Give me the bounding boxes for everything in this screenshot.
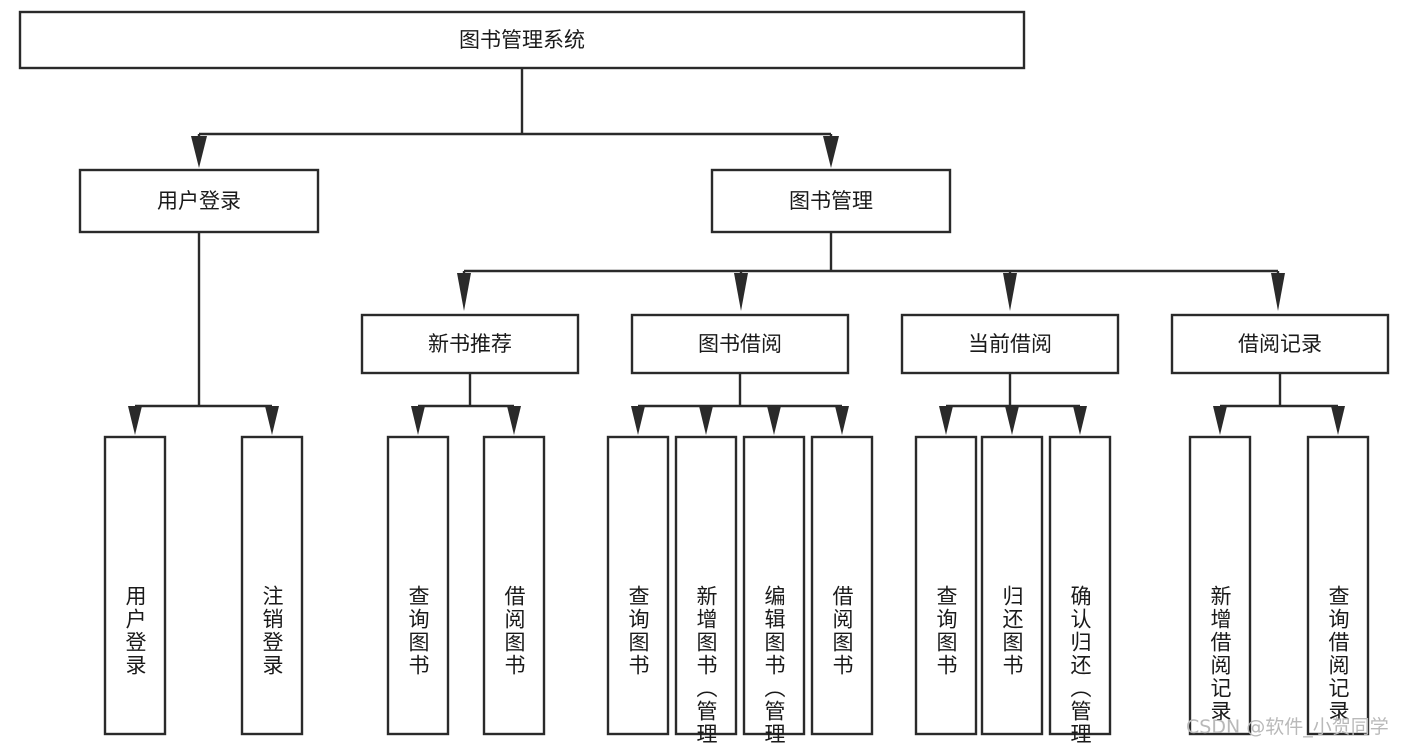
leaf-query-book-current-label: 查询图书 — [934, 585, 958, 677]
node-new-book-recommend-box — [360, 313, 580, 375]
arrowhead-to-borrow-record — [1271, 273, 1285, 311]
node-borrow-record-box — [1170, 313, 1390, 375]
arrowhead-leaf-query-book-1 — [411, 406, 425, 435]
node-user-login-box — [78, 168, 320, 234]
leaf-borrow-book-newbook-box — [482, 435, 546, 736]
node-new-book-recommend[interactable]: 新书推荐 — [360, 313, 580, 375]
leaf-confirm-return-admin-label: 确认归还（管理员） — [1068, 585, 1092, 747]
leaf-edit-book-admin-box — [742, 435, 806, 736]
leaf-add-book-admin-label: 新增图书（管理员） — [694, 585, 718, 747]
arrowhead-leaf-query-book-3 — [939, 406, 953, 435]
arrowhead-leaf-user-login — [128, 406, 142, 435]
leaf-confirm-return-admin-box — [1048, 435, 1112, 736]
node-root-system-label: 图书管理系统 — [459, 28, 585, 52]
node-new-book-recommend-label: 新书推荐 — [428, 332, 512, 356]
leaf-logout[interactable]: 注销登录 — [240, 435, 304, 736]
node-borrow-record-label: 借阅记录 — [1238, 332, 1322, 356]
leaf-add-borrow-record-box — [1188, 435, 1252, 736]
leaf-user-login-box — [103, 435, 167, 736]
leaf-query-borrow-record[interactable]: 查询借阅记录 — [1306, 435, 1370, 736]
arrowhead-leaf-add-book — [699, 406, 713, 435]
leaf-user-login-label: 用户登录 — [123, 585, 147, 677]
edge-group-root — [191, 68, 839, 168]
leaf-query-book-newbook-box — [386, 435, 450, 736]
leaf-edit-book-admin[interactable]: 编辑图书（管理员） — [742, 435, 806, 747]
node-book-borrow[interactable]: 图书借阅 — [630, 313, 850, 375]
node-book-management-box — [710, 168, 952, 234]
node-book-borrow-label: 图书借阅 — [698, 332, 782, 356]
leaf-borrow-book-newbook-label: 借阅图书 — [502, 585, 526, 677]
arrowhead-leaf-borrow-book-2 — [835, 406, 849, 435]
leaf-confirm-return-admin[interactable]: 确认归还（管理员） — [1048, 435, 1112, 747]
leaf-add-borrow-record-label: 新增借阅记录 — [1208, 585, 1232, 723]
arrowhead-to-book-manage — [823, 136, 839, 168]
arrowhead-to-user-login — [191, 136, 207, 168]
node-book-management[interactable]: 图书管理 — [710, 168, 952, 234]
leaf-add-book-admin[interactable]: 新增图书（管理员） — [674, 435, 738, 747]
leaf-query-book-borrow-label: 查询图书 — [626, 585, 650, 677]
edge-group-current-borrow — [939, 373, 1087, 435]
leaf-query-book-current-box — [914, 435, 978, 736]
node-borrow-record[interactable]: 借阅记录 — [1170, 313, 1390, 375]
leaf-edit-book-admin-label: 编辑图书（管理员） — [762, 585, 786, 747]
edge-group-book-manage — [457, 232, 1285, 311]
leaf-return-book-box — [980, 435, 1044, 736]
node-user-login[interactable]: 用户登录 — [78, 168, 320, 234]
leaf-borrow-book-borrow-label: 借阅图书 — [830, 585, 854, 677]
node-root-system[interactable]: 图书管理系统 — [18, 10, 1026, 70]
leaf-return-book-label: 归还图书 — [1000, 585, 1024, 677]
arrowhead-leaf-edit-book — [767, 406, 781, 435]
leaf-query-book-newbook[interactable]: 查询图书 — [386, 435, 450, 736]
leaf-borrow-book-newbook[interactable]: 借阅图书 — [482, 435, 546, 736]
edge-group-borrow-record — [1213, 373, 1345, 435]
leaf-query-borrow-record-box — [1306, 435, 1370, 736]
leaf-query-borrow-record-label: 查询借阅记录 — [1326, 585, 1350, 723]
node-user-login-label: 用户登录 — [157, 189, 241, 213]
arrowhead-leaf-query-record — [1331, 406, 1345, 435]
edge-group-user-login — [128, 232, 279, 435]
leaf-query-book-current[interactable]: 查询图书 — [914, 435, 978, 736]
arrowhead-leaf-borrow-book-1 — [507, 406, 521, 435]
arrowhead-leaf-add-record — [1213, 406, 1227, 435]
leaf-add-book-admin-box — [674, 435, 738, 736]
leaf-return-book[interactable]: 归还图书 — [980, 435, 1044, 736]
node-current-borrow[interactable]: 当前借阅 — [900, 313, 1120, 375]
arrowhead-to-new-book — [457, 273, 471, 311]
node-current-borrow-label: 当前借阅 — [968, 332, 1052, 356]
leaf-borrow-book-borrow-box — [810, 435, 874, 736]
arrowhead-to-current-borrow — [1003, 273, 1017, 311]
leaf-add-borrow-record[interactable]: 新增借阅记录 — [1188, 435, 1252, 736]
leaf-query-book-newbook-label: 查询图书 — [406, 585, 430, 677]
arrowhead-leaf-confirm-return — [1073, 406, 1087, 435]
arrowhead-to-borrow — [734, 273, 748, 311]
arrowhead-leaf-query-book-2 — [631, 406, 645, 435]
leaf-borrow-book-borrow[interactable]: 借阅图书 — [810, 435, 874, 736]
leaf-query-book-borrow[interactable]: 查询图书 — [606, 435, 670, 736]
node-book-borrow-box — [630, 313, 850, 375]
edge-group-new-book — [411, 373, 521, 435]
arrowhead-leaf-return-book — [1005, 406, 1019, 435]
leaf-logout-label: 注销登录 — [260, 585, 284, 677]
node-root-system-box — [18, 10, 1026, 70]
arrowhead-leaf-logout — [265, 406, 279, 435]
leaf-user-login[interactable]: 用户登录 — [103, 435, 167, 736]
node-book-management-label: 图书管理 — [789, 189, 873, 213]
edge-group-book-borrow — [631, 373, 849, 435]
leaf-query-book-borrow-box — [606, 435, 670, 736]
leaf-logout-box — [240, 435, 304, 736]
node-current-borrow-box — [900, 313, 1120, 375]
